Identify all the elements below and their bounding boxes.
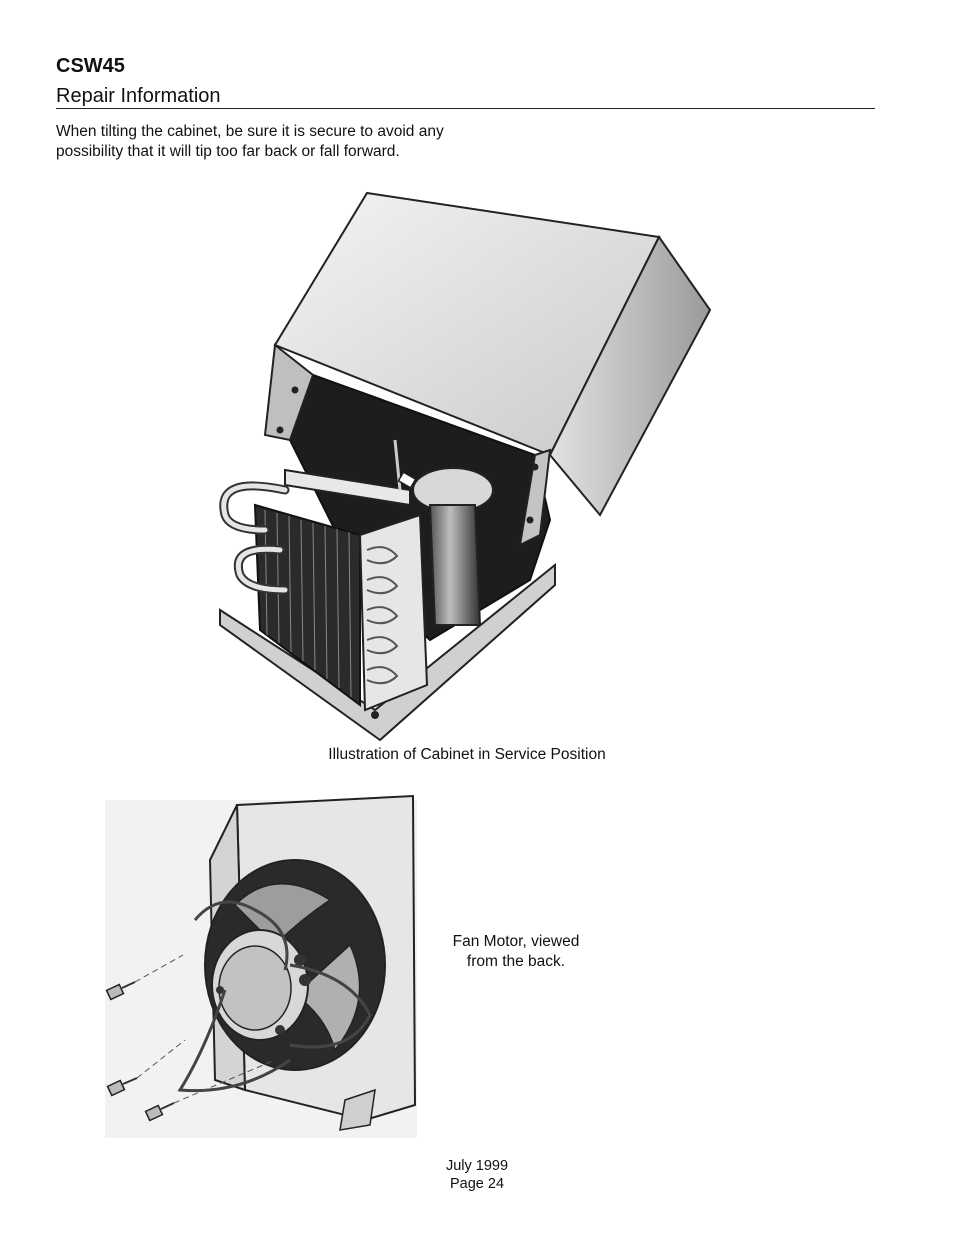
cabinet-caption: Illustration of Cabinet in Service Posit…: [328, 746, 606, 763]
header-divider: [56, 108, 875, 109]
footer-page-number: Page 24: [449, 1176, 505, 1192]
section-title: Repair Information: [56, 85, 221, 107]
intro-paragraph: When tilting the cabinet, be sure it is …: [56, 123, 444, 160]
model-title: CSW45: [56, 55, 125, 77]
fan-motor-caption: Fan Motor, viewed from the back.: [452, 933, 580, 970]
cabinet-service-position-illustration: [219, 191, 712, 742]
page-footer: July 1999 Page 24: [0, 1157, 954, 1193]
footer-date: July 1999: [445, 1158, 509, 1174]
fan-motor-illustration: [105, 794, 417, 1138]
